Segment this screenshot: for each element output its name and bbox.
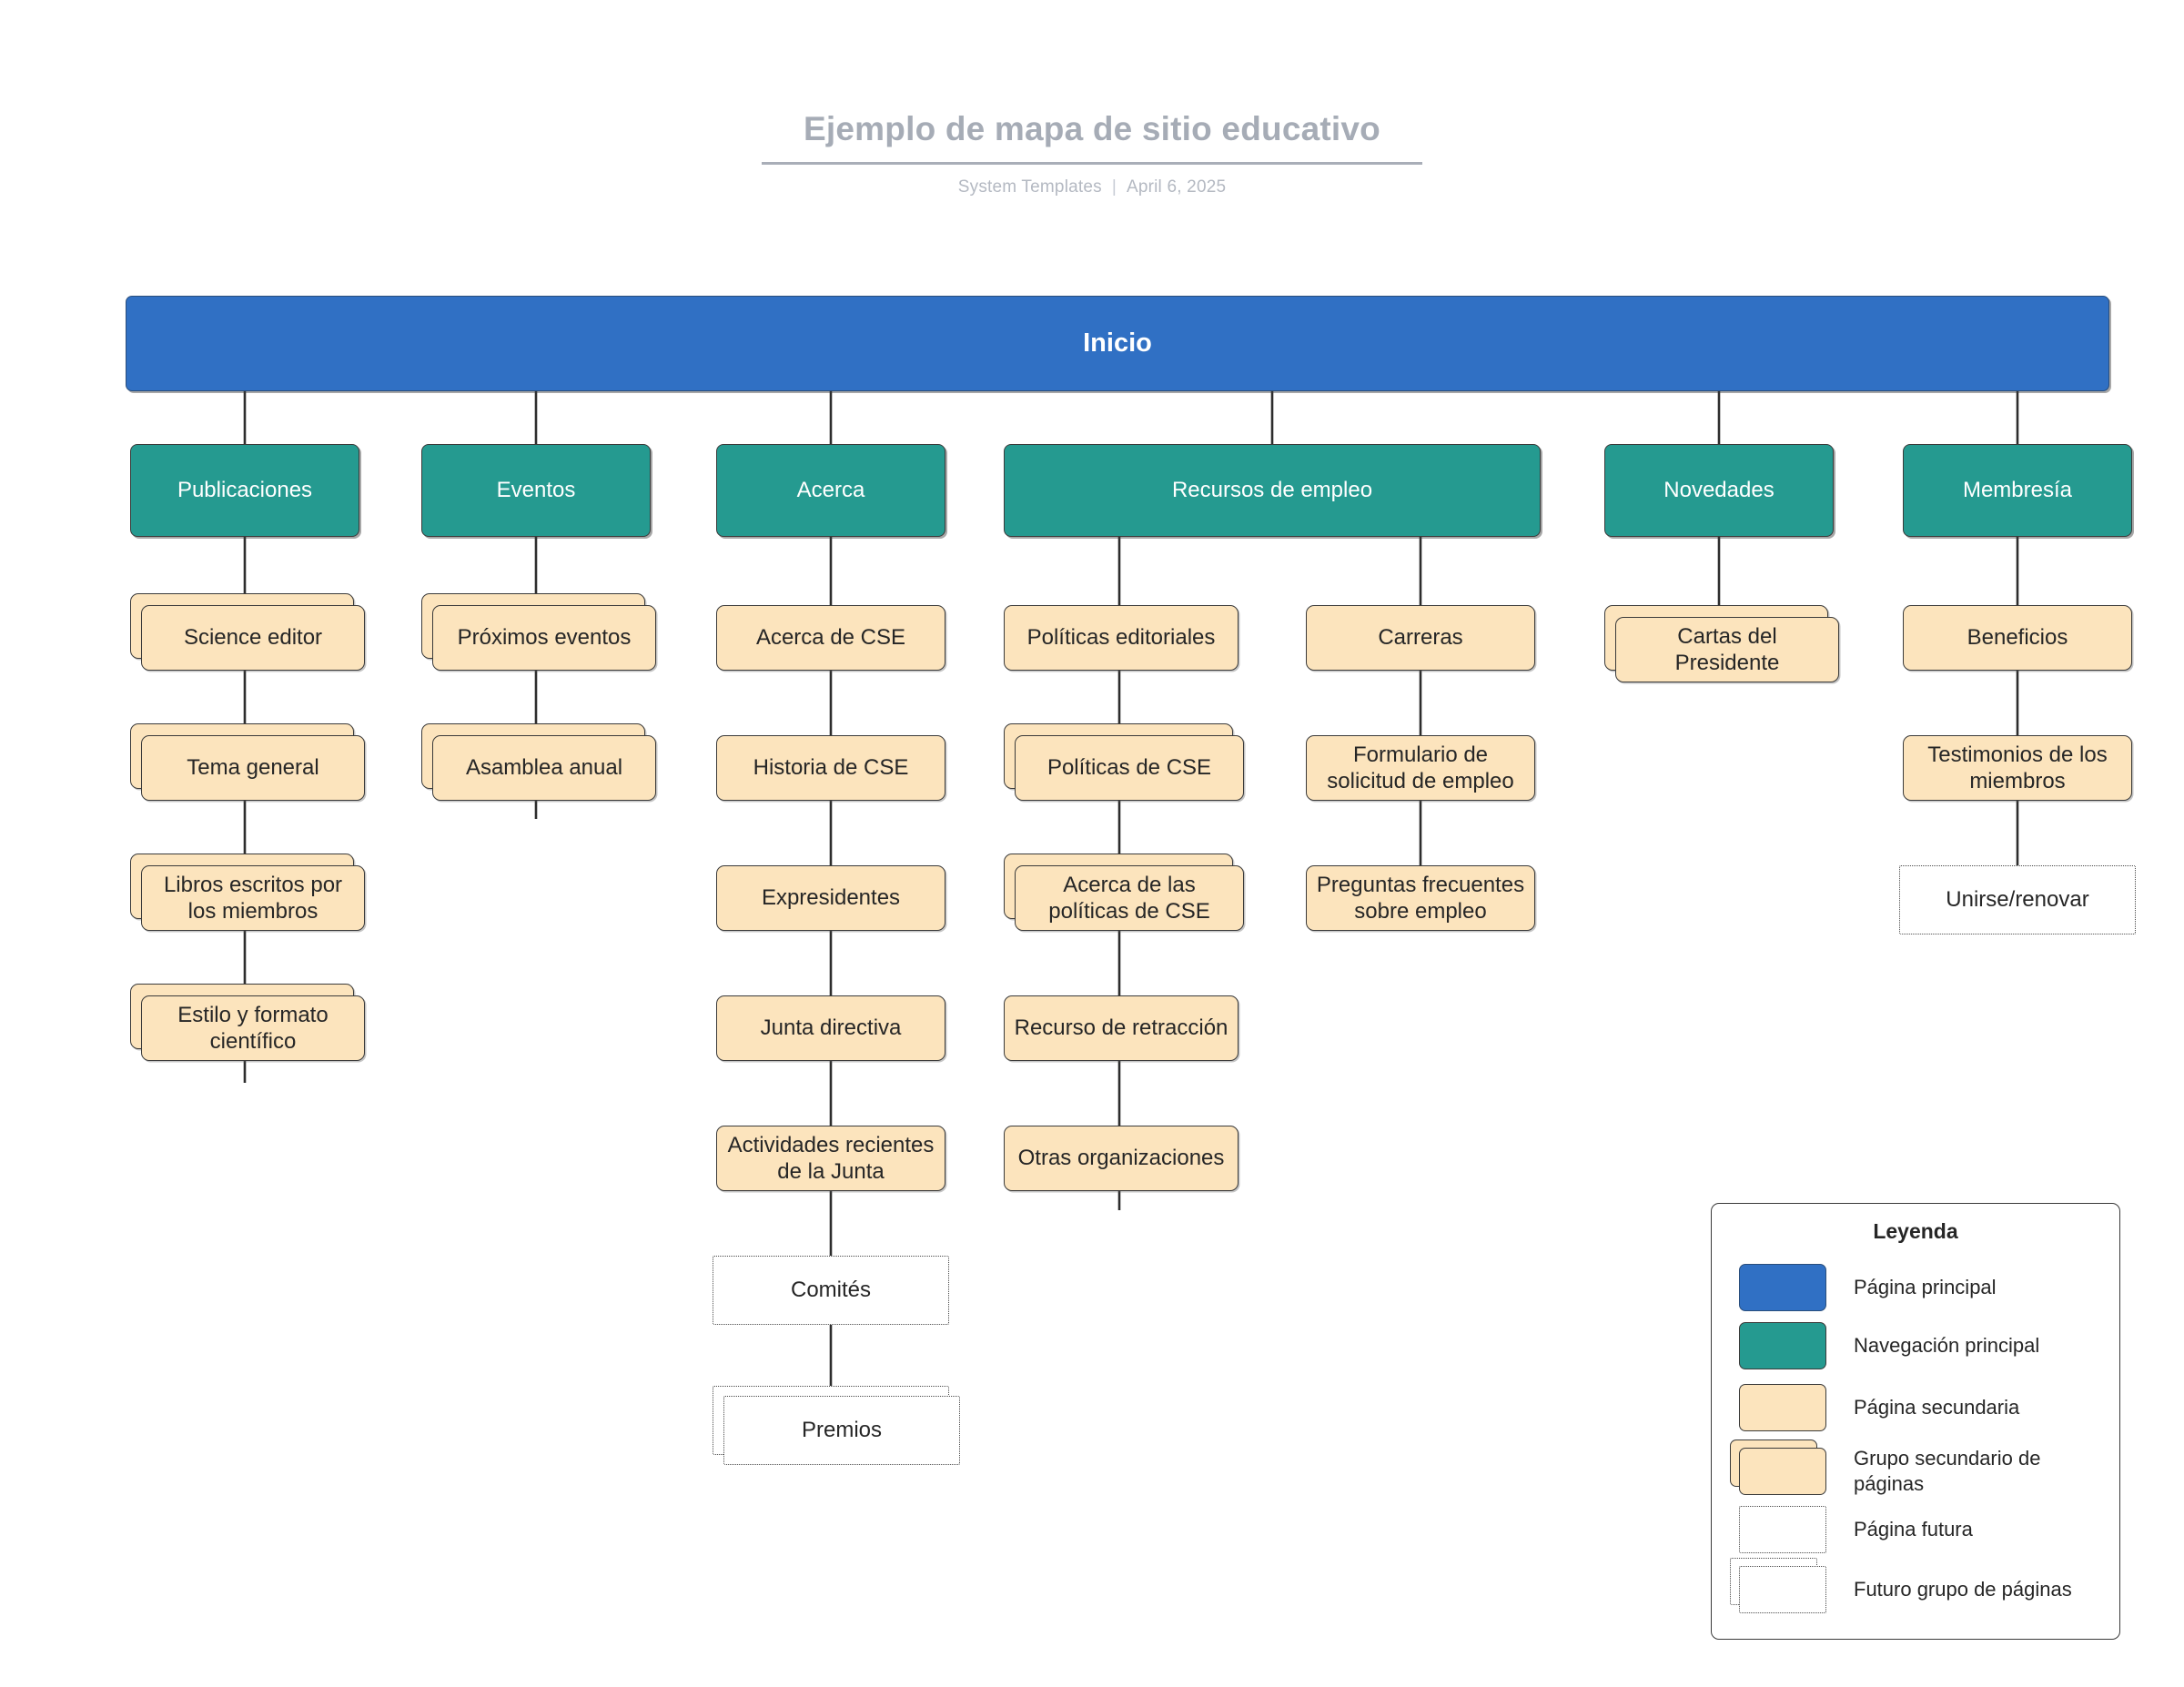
node-asamblea-anual[interactable]: Asamblea anual — [432, 735, 656, 801]
node-junta-directiva[interactable]: Junta directiva — [716, 995, 945, 1061]
node-expresidentes[interactable]: Expresidentes — [716, 865, 945, 931]
legend-title: Leyenda — [1873, 1219, 1958, 1243]
node-label: Membresía — [1962, 478, 2073, 503]
node-label: Science editor — [183, 625, 323, 651]
legend-swatch-secondary-page-group — [1730, 1440, 1826, 1496]
node-proximos-eventos[interactable]: Próximos eventos — [432, 605, 656, 671]
node-label: Historia de CSE — [753, 755, 909, 781]
node-historia-de-cse[interactable]: Historia de CSE — [716, 735, 945, 801]
document-subtitle: System Templates | April 6, 2025 — [0, 177, 2184, 197]
node-acerca-de-las-politicas-de-cse[interactable]: Acerca de las políticas de CSE — [1015, 865, 1244, 931]
node-label: Formulario de solicitud de empleo — [1327, 742, 1514, 793]
node-science-editor[interactable]: Science editor — [141, 605, 365, 671]
legend-label: Página secundaria — [1854, 1395, 2020, 1419]
node-label: Libros escritos por los miembros — [163, 872, 343, 924]
legend-label: Navegación principal — [1854, 1333, 2040, 1357]
node-label: Beneficios — [1967, 625, 2068, 651]
node-otras-organizaciones[interactable]: Otras organizaciones — [1004, 1126, 1239, 1191]
node-libros-escritos-por-los-miembros[interactable]: Libros escritos por los miembros — [141, 865, 365, 931]
node-novedades[interactable]: Novedades — [1604, 444, 1834, 537]
node-estilo-y-formato-cientifico[interactable]: Estilo y formato científico — [141, 995, 365, 1061]
subtitle-separator: | — [1111, 177, 1117, 197]
node-acerca[interactable]: Acerca — [716, 444, 945, 537]
node-inicio[interactable]: Inicio — [126, 296, 2109, 391]
node-label: Eventos — [496, 478, 576, 503]
node-label: Testimonios de los miembros — [1927, 742, 2108, 793]
legend-item-futuro-grupo: Futuro grupo de páginas — [1730, 1558, 2103, 1613]
node-cartas-del-presidente[interactable]: Cartas del Presidente — [1615, 617, 1839, 682]
node-label: Otras organizaciones — [1017, 1146, 1225, 1171]
document-header: Ejemplo de mapa de sitio educativo Syste… — [0, 109, 2184, 197]
legend-swatch-primary-page — [1739, 1264, 1826, 1311]
legend-item-pagina-secundaria: Página secundaria — [1739, 1384, 2103, 1431]
node-formulario-de-solicitud-de-empleo[interactable]: Formulario de solicitud de empleo — [1306, 735, 1535, 801]
node-label: Políticas editoriales — [1026, 625, 1216, 651]
node-carreras[interactable]: Carreras — [1306, 605, 1535, 671]
node-unirse-renovar[interactable]: Unirse/renovar — [1899, 865, 2136, 934]
legend-swatch-main-navigation — [1739, 1322, 1826, 1369]
node-label: Premios — [801, 1418, 883, 1443]
legend-swatch-secondary-page — [1739, 1384, 1826, 1431]
node-beneficios[interactable]: Beneficios — [1903, 605, 2132, 671]
node-eventos[interactable]: Eventos — [421, 444, 651, 537]
node-preguntas-frecuentes-sobre-empleo[interactable]: Preguntas frecuentes sobre empleo — [1306, 865, 1535, 931]
legend-label: Grupo secundario de páginas — [1854, 1447, 2041, 1496]
legend-item-pagina-principal: Página principal — [1739, 1264, 2103, 1311]
legend-swatch-future-page — [1739, 1506, 1826, 1553]
node-label: Comités — [790, 1278, 872, 1303]
node-label: Acerca de CSE — [755, 625, 906, 651]
legend-label: Página principal — [1854, 1275, 1997, 1298]
node-label: Políticas de CSE — [1046, 755, 1212, 781]
node-politicas-de-cse[interactable]: Políticas de CSE — [1015, 735, 1244, 801]
node-label: Actividades recientes de la Junta — [727, 1132, 935, 1184]
page-title: Ejemplo de mapa de sitio educativo — [804, 110, 1380, 147]
legend-swatch-future-page-group — [1730, 1558, 1826, 1613]
legend-item-navegacion-principal: Navegación principal — [1739, 1322, 2103, 1369]
legend-label: Página futura — [1854, 1517, 1973, 1541]
node-recursos-de-empleo[interactable]: Recursos de empleo — [1004, 444, 1541, 537]
node-label: Carreras — [1378, 625, 1463, 651]
node-recurso-de-retraccion[interactable]: Recurso de retracción — [1004, 995, 1239, 1061]
legend-item-grupo-secundario: Grupo secundario de páginas — [1730, 1440, 2103, 1497]
author-label: System Templates — [957, 177, 1102, 197]
node-testimonios-de-los-miembros[interactable]: Testimonios de los miembros — [1903, 735, 2132, 801]
node-label: Inicio — [1083, 328, 1152, 358]
legend-label: Futuro grupo de páginas — [1854, 1577, 2072, 1601]
node-label: Próximos eventos — [457, 625, 632, 651]
legend-swatch-stack-back — [1730, 1558, 1817, 1605]
legend-panel: Leyenda Página principal Navegación prin… — [1711, 1203, 2120, 1640]
date-label: April 6, 2025 — [1126, 177, 1227, 197]
node-tema-general[interactable]: Tema general — [141, 735, 365, 801]
node-label: Acerca de las políticas de CSE — [1048, 872, 1210, 924]
node-premios[interactable]: Premios — [723, 1396, 960, 1465]
node-actividades-recientes-de-la-junta[interactable]: Actividades recientes de la Junta — [716, 1126, 945, 1191]
legend-item-pagina-futura: Página futura — [1739, 1506, 2103, 1553]
node-label: Asamblea anual — [465, 755, 623, 781]
title-divider — [762, 162, 1422, 166]
node-label: Expresidentes — [761, 885, 901, 911]
node-label: Tema general — [187, 755, 319, 781]
node-label: Novedades — [1663, 478, 1774, 503]
node-membresia[interactable]: Membresía — [1903, 444, 2132, 537]
node-label: Junta directiva — [760, 1015, 902, 1041]
node-comites[interactable]: Comités — [713, 1256, 949, 1325]
node-label: Estilo y formato científico — [177, 1002, 329, 1054]
node-label: Cartas del Presidente — [1674, 623, 1780, 675]
node-publicaciones[interactable]: Publicaciones — [130, 444, 359, 537]
node-acerca-de-cse[interactable]: Acerca de CSE — [716, 605, 945, 671]
node-label: Recurso de retracción — [1014, 1015, 1228, 1041]
node-label: Unirse/renovar — [1946, 887, 2089, 913]
legend-swatch-stack-back — [1730, 1440, 1817, 1488]
node-label: Publicaciones — [177, 478, 313, 503]
node-label: Acerca — [796, 478, 865, 503]
node-label: Preguntas frecuentes sobre empleo — [1316, 872, 1525, 924]
node-label: Recursos de empleo — [1171, 478, 1373, 503]
node-politicas-editoriales[interactable]: Políticas editoriales — [1004, 605, 1239, 671]
